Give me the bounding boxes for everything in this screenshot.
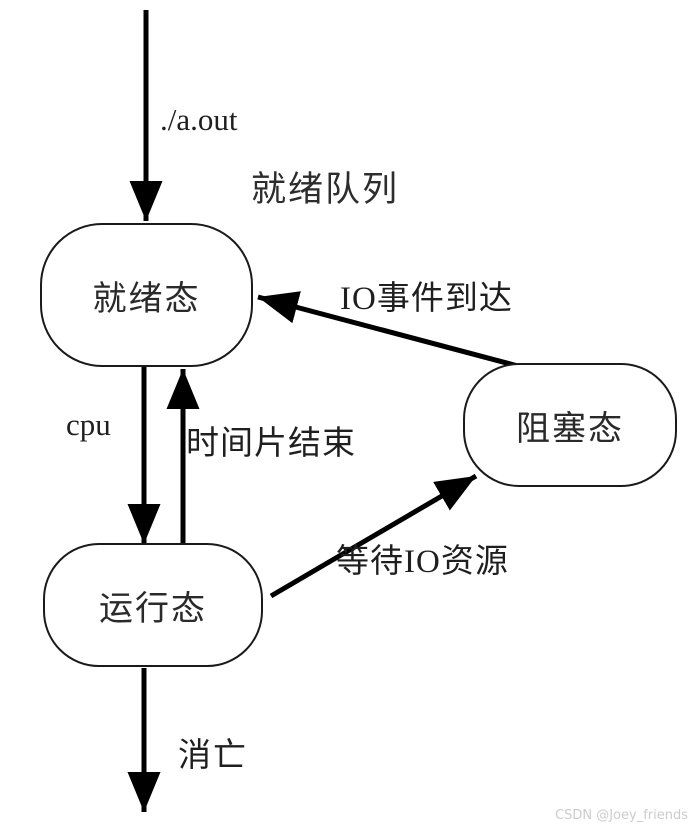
node-running-state: 运行态 xyxy=(43,543,263,667)
node-blocked-state: 阻塞态 xyxy=(463,363,677,487)
edge-label-wait-io: 等待IO资源 xyxy=(336,544,509,580)
arrow-wait-io xyxy=(269,473,478,599)
node-ready-state: 就绪态 xyxy=(40,223,253,367)
node-running-label: 运行态 xyxy=(99,590,207,628)
node-blocked-label: 阻塞态 xyxy=(516,410,624,448)
arrow-io-arrive xyxy=(257,291,519,369)
node-ready-label: 就绪态 xyxy=(92,280,201,318)
edge-label-dispatch: cpu xyxy=(66,407,111,442)
edge-label-io-arrive: IO事件到达 xyxy=(340,281,513,317)
edge-label-create: ./a.out xyxy=(160,102,238,137)
edge-label-timeslice: 时间片结束 xyxy=(186,426,356,462)
annotation-ready-queue: 就绪队列 xyxy=(251,170,400,209)
edge-label-exit: 消亡 xyxy=(178,738,248,774)
csdn-watermark: CSDN @Joey_friends xyxy=(555,808,688,823)
